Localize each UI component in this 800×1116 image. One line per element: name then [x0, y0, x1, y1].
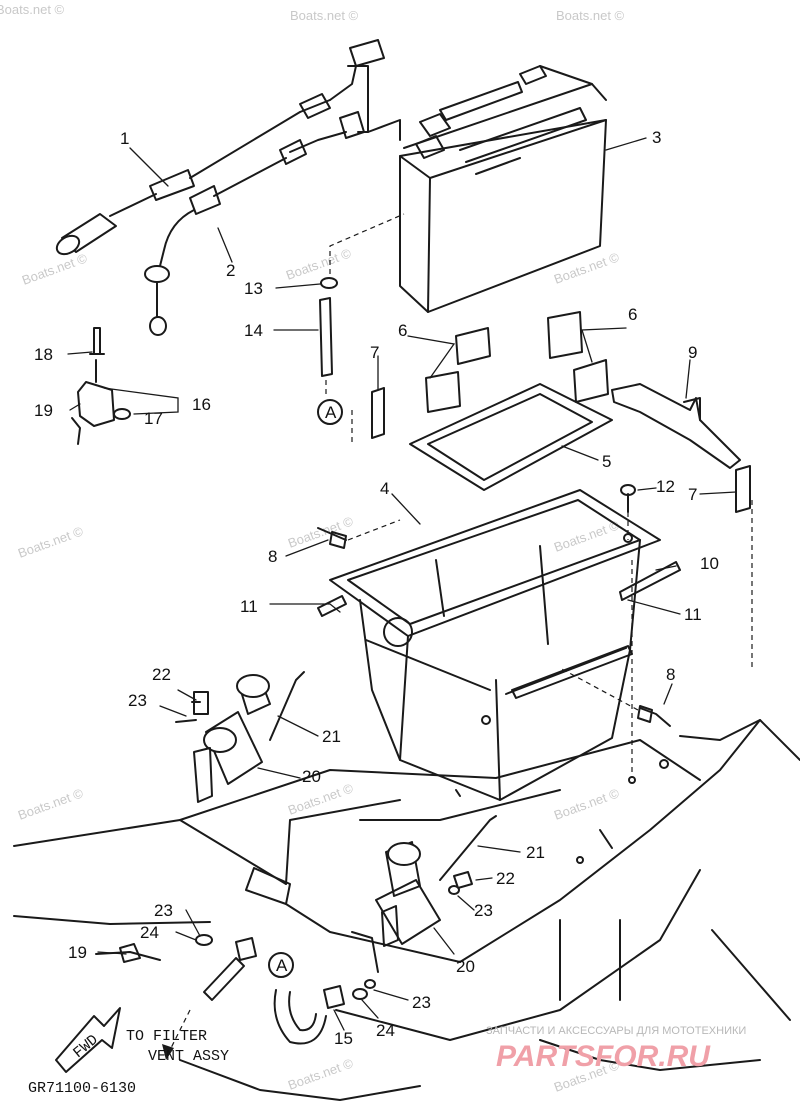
callout-7: 7: [688, 485, 697, 504]
watermark: Boats.net ©: [284, 245, 354, 283]
callout-19: 19: [34, 401, 53, 420]
callout-8: 8: [268, 547, 277, 566]
callout-23: 23: [128, 691, 147, 710]
callout-10: 10: [700, 554, 719, 573]
watermark: Boats.net ©: [20, 250, 90, 288]
clip-7-right: [735, 465, 753, 670]
marker-a-lower: A: [276, 956, 288, 975]
clip-7-left: [351, 387, 385, 446]
watermark: Boats.net ©: [552, 249, 622, 287]
callout-23: 23: [412, 993, 431, 1012]
forward-arrow: FWD: [55, 1007, 121, 1073]
diagram-reference: GR71100-6130: [28, 1080, 136, 1097]
watermark: Boats.net ©: [552, 785, 622, 823]
screw-12: [620, 484, 636, 784]
callout-8: 8: [666, 665, 675, 684]
brand-watermark: ЗАПЧАСТИ И АКСЕССУАРЫ ДЛЯ МОТОТЕХНИКИ PA…: [486, 1025, 746, 1073]
valve-upper-left: [175, 671, 305, 803]
watermark: Boats.net ©: [16, 785, 86, 823]
callout-6: 6: [628, 305, 637, 324]
callout-11: 11: [240, 597, 258, 616]
filter-note-line1: TO FILTER: [126, 1028, 207, 1045]
bracket-assembly: [71, 327, 131, 445]
watermark: Boats.net ©: [290, 8, 359, 23]
callout-17: 17: [144, 409, 163, 428]
callout-1: 1: [120, 129, 129, 148]
callout-21: 21: [322, 727, 341, 746]
strips: [317, 561, 681, 699]
callout-9: 9: [688, 343, 697, 362]
callout-2: 2: [226, 261, 235, 280]
watermark: Boats.net ©: [0, 2, 65, 17]
callout-5: 5: [602, 452, 611, 471]
callout-13: 13: [244, 279, 263, 298]
watermarks: Boats.net © Boats.net © Boats.net © Boat…: [0, 2, 625, 1095]
brand-name-for: FOR: [595, 1040, 659, 1073]
callout-22: 22: [152, 665, 171, 684]
callout-23: 23: [474, 901, 493, 920]
battery-strap: [611, 383, 741, 469]
hose-and-fittings: [95, 934, 376, 1060]
callout-21: 21: [526, 843, 545, 862]
gasket-plate: [409, 383, 613, 491]
watermark: Boats.net ©: [16, 523, 86, 561]
screw-8-left: [317, 519, 401, 549]
callout-16: 16: [192, 395, 211, 414]
callout-6: 6: [398, 321, 407, 340]
leader-lines: [67, 137, 737, 1031]
watermark: Boats.net ©: [286, 1055, 356, 1093]
callout-22: 22: [496, 869, 515, 888]
screw-8-right: [559, 667, 671, 727]
callout-18: 18: [34, 345, 53, 364]
callouts: 1 2 3 13 14 6 6 7 9 5 4 12 7 8 10 11 11 …: [34, 128, 719, 1048]
marker-a-upper: A: [325, 403, 337, 422]
valve-lower-right: [351, 815, 497, 973]
brand-name: PARTSFOR.RU: [496, 1040, 711, 1073]
battery: [399, 65, 607, 313]
brand-name-tld: .RU: [658, 1040, 711, 1073]
callout-14: 14: [244, 321, 263, 340]
callout-4: 4: [380, 479, 389, 498]
callout-24: 24: [376, 1021, 395, 1040]
callout-7: 7: [370, 343, 379, 362]
pads: [425, 311, 609, 413]
battery-cable-1: [55, 39, 385, 256]
brand-tagline: ЗАПЧАСТИ И АКСЕССУАРЫ ДЛЯ МОТОТЕХНИКИ: [486, 1025, 746, 1037]
battery-cable-2: [144, 65, 401, 336]
callout-3: 3: [652, 128, 661, 147]
callout-24: 24: [140, 923, 159, 942]
callout-19: 19: [68, 943, 87, 962]
battery-box: [329, 489, 661, 801]
callout-23: 23: [154, 901, 173, 920]
callout-11: 11: [684, 605, 702, 624]
callout-15: 15: [334, 1029, 353, 1048]
hull-deck: [13, 719, 800, 1101]
brand-name-main: PARTS: [496, 1040, 595, 1073]
callout-20: 20: [302, 767, 321, 786]
watermark: Boats.net ©: [552, 517, 622, 555]
filter-note-line2: VENT ASSY: [148, 1048, 229, 1065]
callout-12: 12: [656, 477, 675, 496]
forward-label: FWD: [70, 1032, 102, 1062]
watermark: Boats.net ©: [556, 8, 625, 23]
pin-and-washer: [317, 213, 405, 425]
callout-20: 20: [456, 957, 475, 976]
